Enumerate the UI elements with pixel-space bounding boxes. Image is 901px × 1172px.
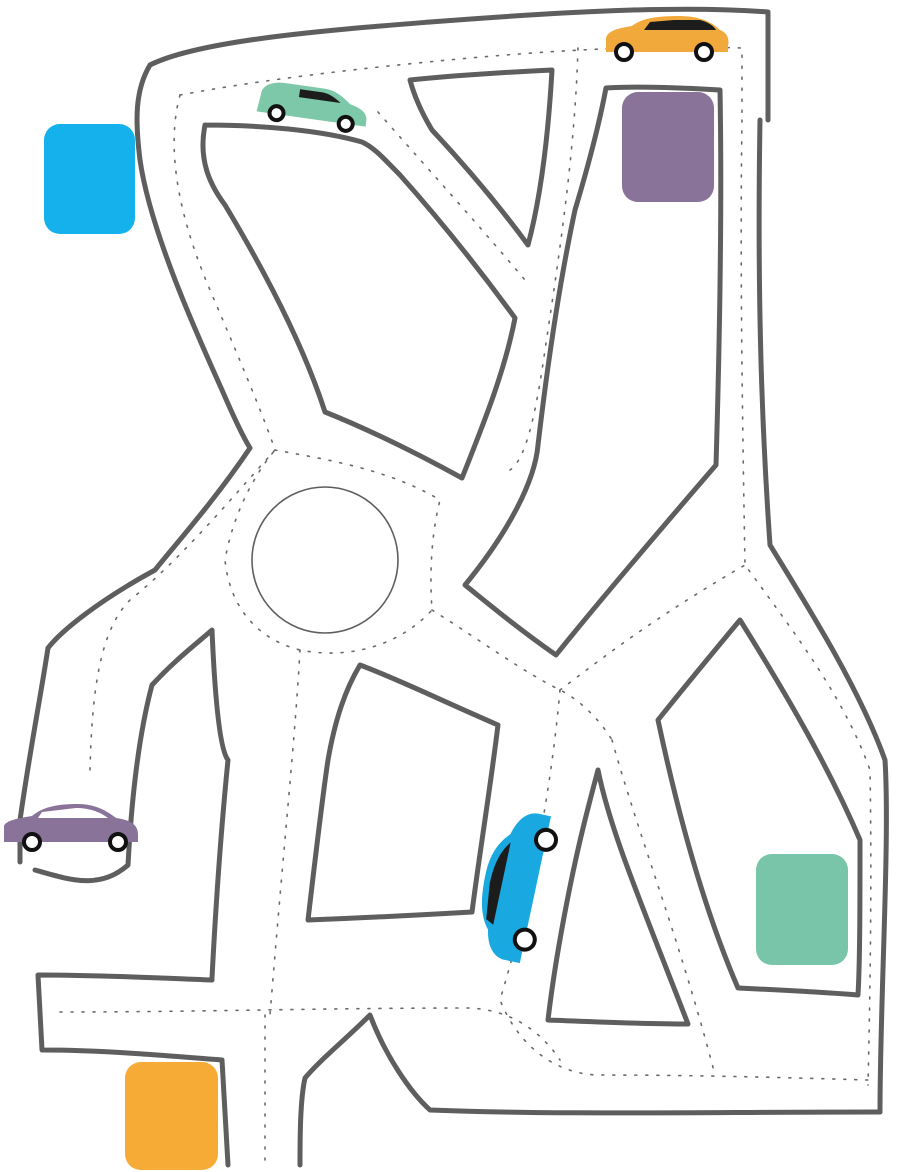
outer-wall-left-lower (17, 645, 51, 865)
orange-car[interactable] (606, 16, 729, 62)
purple-car-window (38, 808, 108, 818)
orange-car-front-wheel (694, 42, 714, 62)
lane-lower-center (499, 689, 869, 1081)
orange-car-rear-wheel (614, 42, 634, 62)
block-middle-right (462, 84, 724, 658)
lane-left-lower (89, 449, 276, 771)
green-car-front-wheel (336, 114, 355, 133)
blue-car-body (481, 813, 551, 964)
outer-wall-bottom (297, 1012, 883, 1168)
lane-upper-diagonal (377, 111, 526, 281)
blue-car[interactable] (469, 806, 561, 966)
blue-car-front-wheel (534, 827, 559, 852)
lane-roundabout-ring (224, 449, 441, 654)
lane-left-upper (173, 94, 276, 451)
blue-car-rear-wheel (512, 927, 537, 952)
block-lower-left (32, 627, 231, 981)
block-lower-triangle (545, 767, 691, 1027)
green-car-body (256, 82, 367, 127)
purple-car-front-wheel (108, 832, 128, 852)
purple-car[interactable] (4, 804, 138, 852)
orange-car-window (644, 20, 716, 30)
block-top-middle (407, 67, 555, 248)
lane-lower-middle (269, 649, 301, 1016)
block-top-left (200, 122, 518, 481)
lane-right-branch (559, 564, 746, 691)
green-car-rear-wheel (267, 104, 286, 123)
block-middle (305, 662, 501, 923)
blue-parking-spot[interactable] (44, 124, 135, 234)
lane-right-vertical (740, 119, 872, 1086)
lane-mid-vertical (509, 47, 579, 471)
roundabout (251, 486, 399, 634)
outer-wall-left-upper (45, 62, 253, 651)
lane-lower-right (611, 739, 716, 1076)
purple-parking-spot[interactable] (622, 92, 714, 202)
outer-wall-top (147, 6, 771, 123)
green-parking-spot[interactable] (756, 854, 848, 965)
orange-parking-spot[interactable] (125, 1062, 218, 1170)
block-lower-right (655, 617, 863, 998)
outer-wall-bottom-left (35, 972, 231, 1168)
green-car-window (298, 89, 341, 103)
outer-wall-right (756, 117, 889, 1115)
blue-car-window (486, 842, 511, 925)
purple-car-body (4, 804, 138, 842)
green-car[interactable] (256, 80, 370, 134)
purple-car-rear-wheel (22, 832, 42, 852)
